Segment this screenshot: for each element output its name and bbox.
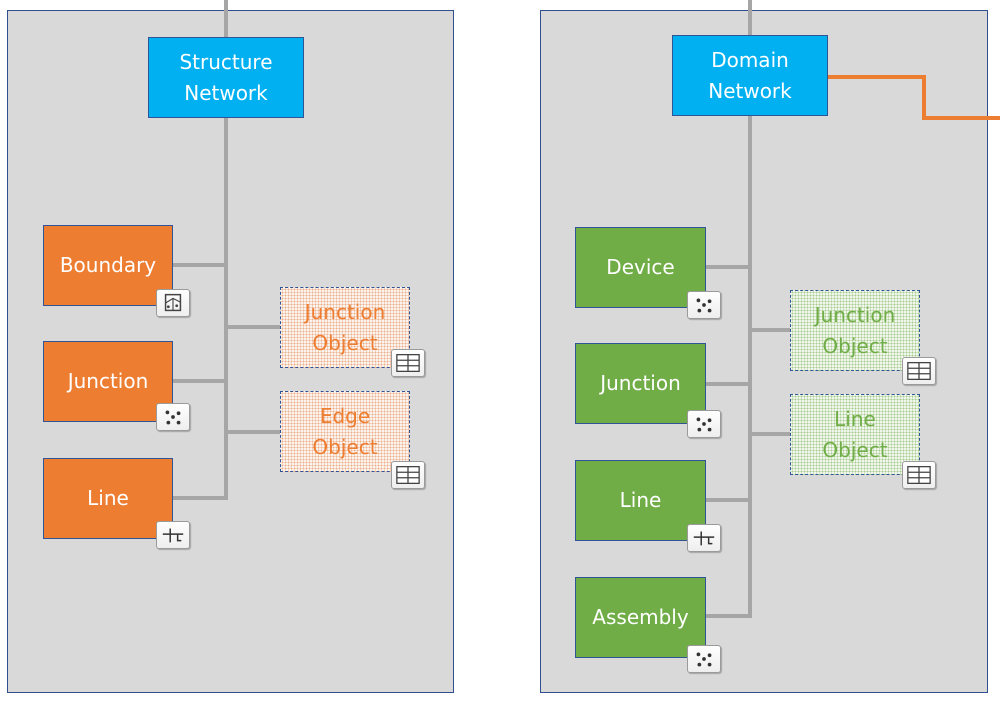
domain-assembly-label: Assembly bbox=[592, 605, 689, 629]
domain-connector-line-object bbox=[748, 432, 790, 436]
structure-network-label-line1: Structure bbox=[179, 49, 273, 74]
structure-line-node: Line bbox=[43, 458, 173, 539]
domain-junction-node: Junction bbox=[575, 343, 706, 424]
structure-edge-object-label-line1: Edge bbox=[319, 403, 371, 428]
junction-icon bbox=[687, 291, 721, 319]
domain-connector-line bbox=[705, 498, 752, 502]
structure-connector-junction bbox=[172, 379, 228, 383]
structure-edge-object-node: Edge Object bbox=[280, 391, 410, 472]
domain-connector-junction-object bbox=[748, 328, 790, 332]
table-icon bbox=[391, 461, 425, 489]
domain-link-horizontal-top bbox=[827, 75, 926, 79]
domain-assembly-node: Assembly bbox=[575, 577, 706, 658]
table-icon bbox=[391, 349, 425, 377]
junction-icon bbox=[687, 410, 721, 438]
domain-network-label-line2: Network bbox=[708, 78, 792, 103]
domain-connector-device bbox=[705, 265, 752, 269]
table-icon bbox=[902, 461, 936, 489]
domain-line-object-label-line1: Line bbox=[834, 406, 876, 431]
domain-line-object-node: Line Object bbox=[790, 394, 920, 475]
domain-junction-object-label-line1: Junction bbox=[814, 302, 896, 327]
structure-line-label: Line bbox=[87, 486, 129, 510]
domain-connector-junction bbox=[705, 382, 752, 386]
structure-connector-edge-object bbox=[224, 430, 280, 434]
structure-junction-object-label-line2: Object bbox=[312, 330, 378, 355]
domain-junction-object-node: Junction Object bbox=[790, 290, 920, 371]
structure-connector-trunk bbox=[224, 0, 228, 500]
structure-junction-object-label-line1: Junction bbox=[304, 299, 386, 324]
domain-line-label: Line bbox=[619, 488, 662, 512]
structure-connector-junction-object bbox=[224, 325, 280, 329]
structure-boundary-label: Boundary bbox=[59, 253, 157, 277]
domain-link-vertical bbox=[922, 75, 926, 120]
line-icon bbox=[687, 524, 721, 552]
structure-junction-label: Junction bbox=[67, 369, 149, 393]
domain-network-label-line1: Domain bbox=[711, 47, 789, 72]
boundary-icon bbox=[156, 289, 190, 317]
junction-icon bbox=[687, 645, 721, 673]
structure-boundary-node: Boundary bbox=[43, 225, 173, 306]
domain-device-label: Device bbox=[606, 255, 675, 279]
domain-device-node: Device bbox=[575, 227, 706, 308]
domain-junction-object-label-line2: Object bbox=[822, 333, 888, 358]
domain-line-object-label-line2: Object bbox=[822, 437, 888, 462]
structure-network-node: Structure Network bbox=[148, 37, 304, 118]
domain-line-node: Line bbox=[575, 460, 706, 541]
table-icon bbox=[902, 357, 936, 385]
domain-network-node: Domain Network bbox=[672, 35, 828, 116]
domain-link-horizontal-bottom bbox=[922, 116, 1000, 120]
domain-junction-label: Junction bbox=[600, 371, 681, 395]
structure-junction-object-node: Junction Object bbox=[280, 287, 410, 368]
structure-edge-object-label-line2: Object bbox=[312, 434, 378, 459]
structure-junction-node: Junction bbox=[43, 341, 173, 422]
structure-connector-boundary bbox=[172, 263, 228, 267]
domain-connector-trunk bbox=[748, 0, 752, 618]
domain-connector-assembly bbox=[705, 614, 752, 618]
structure-network-label-line2: Network bbox=[184, 80, 268, 105]
line-icon bbox=[156, 521, 190, 549]
junction-icon bbox=[156, 403, 190, 431]
structure-connector-line bbox=[172, 496, 228, 500]
